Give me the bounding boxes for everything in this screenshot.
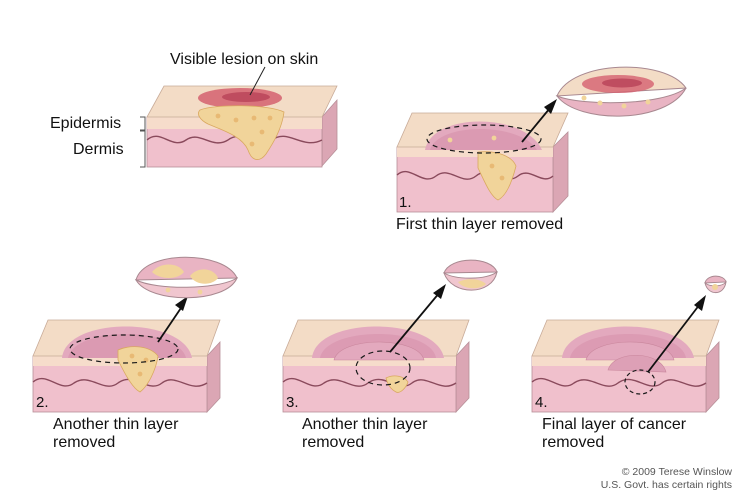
step-4-caption-line1: Final layer of cancer bbox=[542, 416, 687, 433]
step-2-caption-line1: Another thin layer bbox=[53, 416, 179, 433]
excision-outline bbox=[426, 124, 542, 154]
step-2-arrow bbox=[157, 304, 184, 343]
step-3-number: 3. bbox=[286, 394, 299, 411]
step-4-skin-block bbox=[531, 319, 720, 414]
step-3-caption-line1: Another thin layer bbox=[302, 416, 428, 433]
step-4-number: 4. bbox=[535, 394, 548, 411]
step-4-caption-line2: removed bbox=[542, 434, 605, 451]
epidermis-bracket bbox=[140, 116, 146, 131]
step-3-skin-block bbox=[282, 319, 470, 414]
excision-outline bbox=[355, 350, 411, 386]
step-4-removed-tissue bbox=[704, 275, 727, 294]
skin-block-intact bbox=[146, 85, 338, 168]
step-3-removed-tissue bbox=[443, 259, 498, 291]
copyright-line: © 2009 Terese Winslow bbox=[621, 466, 732, 478]
step-1-number: 1. bbox=[399, 194, 412, 211]
lesion-pointer bbox=[249, 66, 266, 96]
epidermis-label: Epidermis bbox=[50, 115, 122, 132]
excision-outline bbox=[624, 369, 656, 395]
rights-line: U.S. Govt. has certain rights bbox=[600, 479, 732, 491]
step-3-caption-line2: removed bbox=[302, 434, 365, 451]
excision-outline bbox=[69, 334, 179, 364]
step-1-skin-block bbox=[396, 112, 569, 214]
step-2-caption-line2: removed bbox=[53, 434, 116, 451]
dermis-label: Dermis bbox=[73, 141, 124, 158]
step-1-removed-tissue bbox=[555, 66, 687, 117]
visible-lesion-label: Visible lesion on skin bbox=[170, 51, 319, 68]
step-2-removed-tissue bbox=[134, 256, 239, 299]
step-2-number: 2. bbox=[36, 394, 49, 411]
step-3-arrow bbox=[389, 291, 441, 353]
step-2-skin-block bbox=[32, 319, 221, 414]
step-4-arrow bbox=[647, 303, 701, 373]
dermis-bracket bbox=[140, 130, 146, 168]
tumor bbox=[198, 105, 285, 160]
step-1-caption: First thin layer removed bbox=[396, 216, 564, 233]
step-1-arrow bbox=[521, 107, 551, 143]
